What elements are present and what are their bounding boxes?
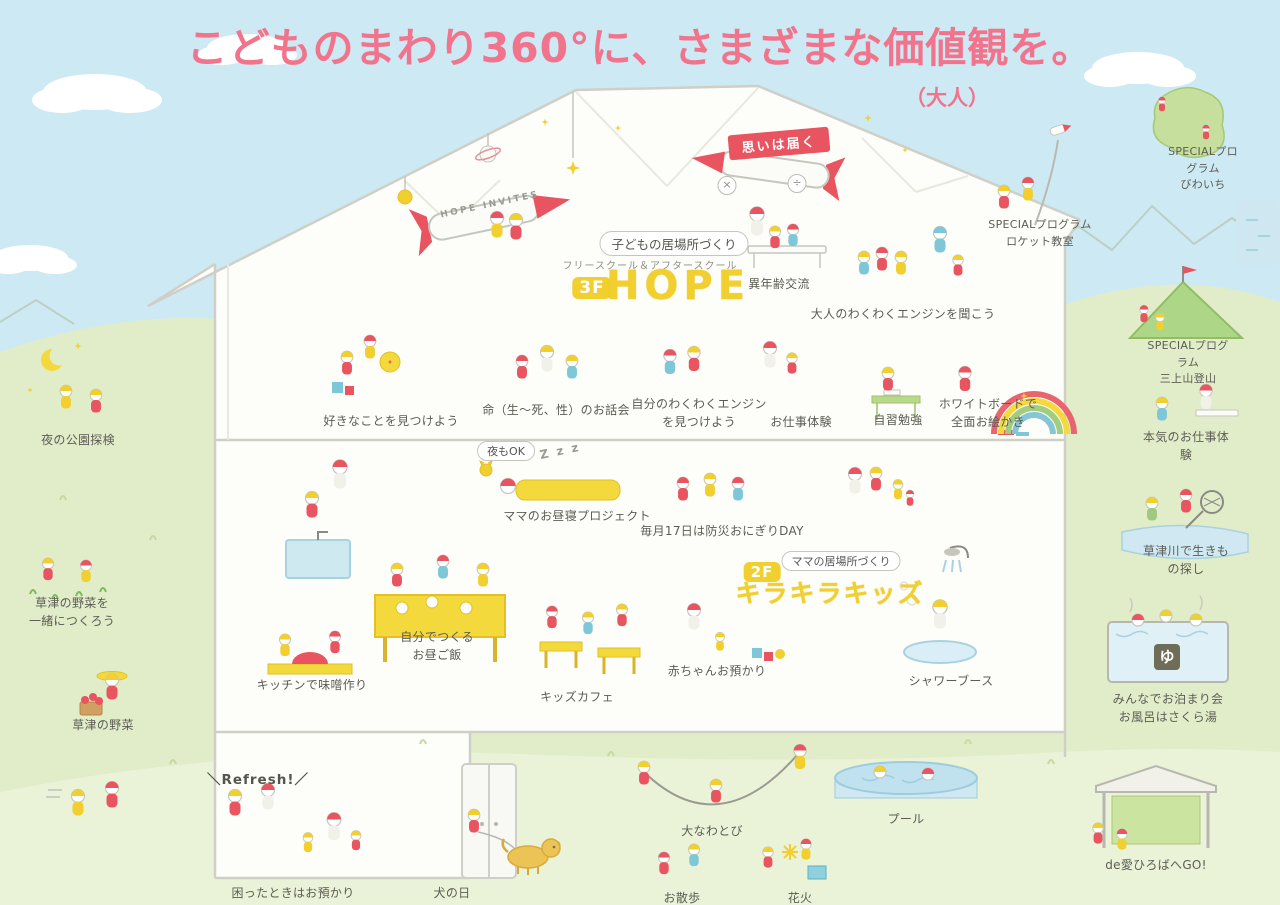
label-baby-care: 赤ちゃんお預かり: [667, 664, 767, 678]
floor2-name: キラキラキッズ: [735, 579, 925, 608]
label-pool: プール: [887, 812, 925, 826]
miso-table: [267, 652, 353, 675]
label-adult-engine: 大人のわくわくエンジンを聞こう: [810, 307, 996, 321]
label-care: 困ったときはお預かり: [231, 886, 355, 900]
label-mikami: SPECIALプログラム 三上山登山: [1147, 339, 1229, 385]
label-veggie-grow: 草津の野菜を 一緒につくろう: [28, 596, 116, 628]
floor3-tag: 3F: [572, 277, 612, 299]
floor2-tag: 2F: [743, 562, 781, 582]
lake-biwa-illustration: [1152, 86, 1225, 159]
river-illustration: [1121, 490, 1249, 560]
label-real-work: 本気のお仕事体験: [1142, 430, 1230, 462]
label-shower: シャワーブース: [908, 674, 994, 688]
floor3-bubble: 子どもの居場所づくり: [599, 231, 749, 256]
baby-toys: [752, 648, 785, 661]
divide-symbol: ÷: [787, 174, 807, 193]
moon-icon: [27, 342, 82, 393]
page-title: こどものまわり360°に、さまざまな価値観を。: [186, 24, 1094, 72]
bath-sign: ゆ: [1154, 644, 1180, 670]
label-whiteboard: ホワイトボードで 全面お絵かき: [938, 397, 1038, 429]
front-lawn: [0, 749, 1280, 905]
page-title-note: （大人）: [905, 86, 989, 110]
rope-illustration: [641, 753, 799, 806]
pool-illustration: [834, 761, 978, 799]
label-my-engine: 自分のわくわくエンジン を見つけよう: [631, 397, 767, 429]
floor2-bubble: ママの居場所づくり: [781, 551, 901, 571]
label-fireworks: 花火: [787, 891, 813, 905]
label-night-park: 夜の公園探検: [41, 433, 115, 447]
lunch-table: [374, 594, 506, 662]
lake-water: [1236, 200, 1280, 266]
label-kusatsu-veggies: 草津の野菜: [72, 718, 134, 732]
label-rope: 大なわとび: [681, 824, 743, 838]
floor3-school-type: フリースクール＆アフタースクール: [562, 261, 738, 272]
night-ok-bubble: 夜もOK: [477, 441, 535, 461]
label-lunch: 自分でつくる お昼ご飯: [400, 630, 474, 662]
veggie-garden: [29, 587, 128, 716]
kitchen-counter: [285, 531, 351, 579]
shower-booth: [899, 545, 977, 664]
roof-beams: [227, 87, 969, 440]
cafe-tables: [539, 641, 641, 674]
dog-illustration: [477, 831, 561, 875]
roof-ornaments: [397, 92, 908, 205]
door: [461, 763, 517, 879]
clouds: [0, 34, 1196, 274]
label-biwaichi: SPECIALプログラム びわいち: [1168, 145, 1238, 191]
label-self-study: 自習勉強: [873, 413, 923, 427]
label-river: 草津川で生きもの探し: [1142, 544, 1230, 576]
label-exchange: 異年齢交流: [748, 277, 810, 291]
fireworks-illustration: [782, 844, 827, 880]
floor3-name: HOPE: [605, 263, 751, 309]
label-kids-cafe: キッズカフェ: [540, 690, 614, 704]
rocket-class-trail: [1034, 124, 1072, 226]
label-dog-day: 犬の日: [433, 886, 471, 900]
grass-details: [46, 495, 1055, 798]
label-onigiri-day: 毎月17日は防災おにぎりDAY: [640, 524, 804, 538]
rocket-left-illustration: [408, 194, 571, 257]
classroom-desks: [747, 245, 921, 420]
label-deai-hiroba: de愛ひろばへGO!: [1105, 858, 1207, 872]
label-sleepover: みんなでお泊まり会 お風呂はさくら湯: [1112, 692, 1224, 724]
people-figures: [41, 96, 1239, 875]
label-miso: キッチンで味噌作り: [256, 678, 368, 692]
label-work-exp: お仕事体験: [770, 415, 832, 429]
rainbow-illustration: [991, 391, 1077, 435]
label-walk: お散歩: [663, 891, 701, 905]
label-mama-nap: ママのお昼寝プロジェクト: [503, 509, 651, 523]
label-refresh: ＼Refresh!／: [206, 772, 310, 788]
label-life-talk: 命（生〜死、性）のお話会: [482, 403, 630, 417]
distant-mountains: [0, 204, 1280, 325]
label-favorite: 好きなことを見つけよう: [323, 414, 459, 428]
multiply-symbol: ×: [717, 176, 737, 195]
nap-futon-illustration: [479, 459, 621, 501]
label-rocket-class: SPECIALプログラム ロケット教室: [988, 218, 1092, 248]
